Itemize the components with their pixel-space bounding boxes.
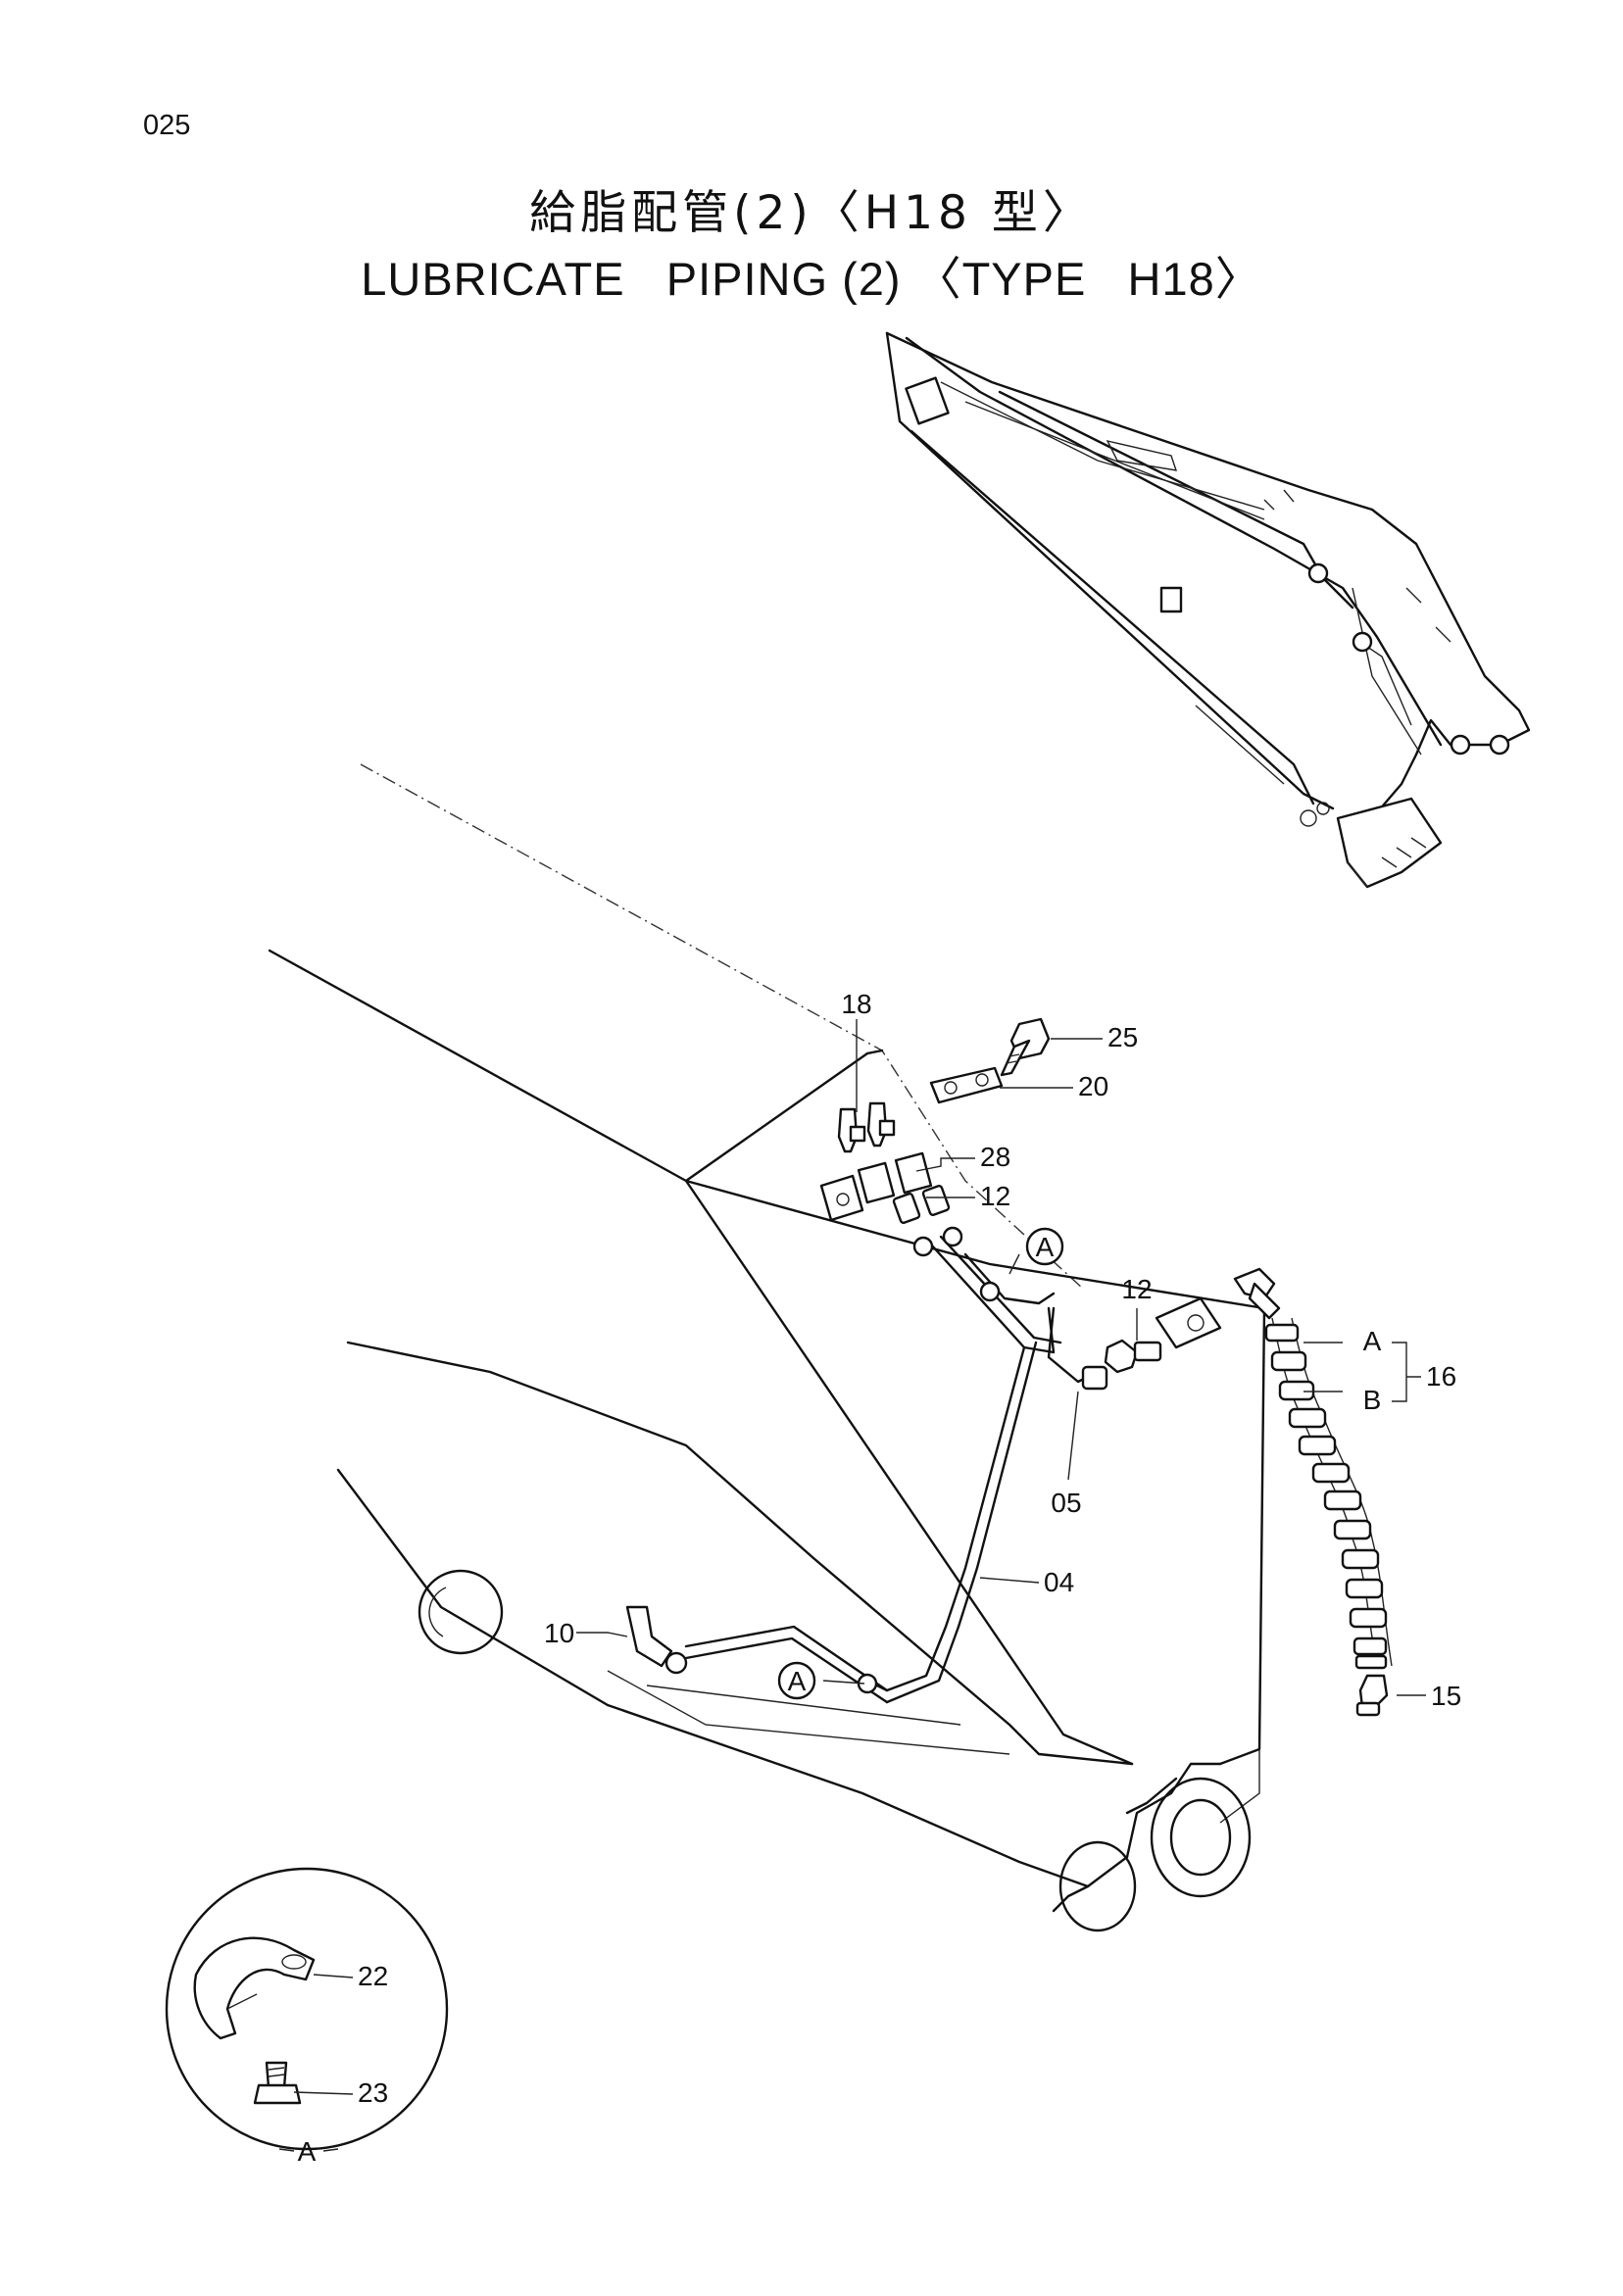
- elbow-15: [1355, 1674, 1389, 1717]
- boom-nose-boss: [1058, 1777, 1252, 1932]
- boom-body: [268, 763, 1266, 1913]
- callout-25: 25: [1107, 1022, 1138, 1052]
- callout-22: 22: [358, 1961, 388, 1991]
- callout-16-a: A: [1363, 1326, 1382, 1356]
- pipe-05: [963, 1252, 1090, 1384]
- bolt-25: [1000, 1017, 1051, 1077]
- svg-text:A: A: [788, 1666, 807, 1696]
- detail-view-a: 22 23 A: [165, 1867, 449, 2167]
- callout-04: 04: [1044, 1567, 1074, 1597]
- callout-23: 23: [358, 2077, 388, 2108]
- plate-20: [929, 1066, 1004, 1104]
- title-english: LUBRICATE PIPING (2) 〈TYPE H18〉: [361, 253, 1262, 305]
- pipe-04: [684, 1235, 1062, 1704]
- callout-16: 16: [1426, 1361, 1456, 1392]
- boom-foot-boss: [418, 1569, 504, 1655]
- coupling-28: [857, 1151, 933, 1204]
- block-adapter: [1155, 1296, 1222, 1349]
- detail-view-label: A: [298, 2136, 317, 2167]
- fitting-12-upper: [892, 1185, 963, 1257]
- fitting-18: [837, 1101, 896, 1153]
- callout-12-right: 12: [1121, 1274, 1152, 1304]
- title-japanese: 給脂配管(2)〈H18 型〉: [529, 186, 1094, 240]
- elbow-hose-top: [1233, 1267, 1281, 1320]
- callout-20: 20: [1078, 1071, 1108, 1101]
- elbow-10: [625, 1605, 688, 1675]
- bracket: [819, 1174, 864, 1222]
- callout-18: 18: [841, 989, 871, 1019]
- nipple-12-right: [1104, 1339, 1162, 1374]
- callout-15: 15: [1431, 1681, 1461, 1711]
- connector-05-end: [857, 1281, 1108, 1694]
- callout-16-b: B: [1363, 1385, 1382, 1415]
- callout-05: 05: [1051, 1488, 1081, 1518]
- callout-28: 28: [980, 1142, 1010, 1172]
- leader-lines: [576, 1019, 1426, 1696]
- hose-16: [1264, 1317, 1393, 1670]
- callout-10: 10: [544, 1618, 574, 1648]
- page-number: 025: [143, 110, 191, 141]
- overview-excavator-arm: [885, 331, 1531, 889]
- view-ref-a-upper: A: [1025, 1227, 1064, 1266]
- callout-12-upper: 12: [980, 1181, 1010, 1211]
- svg-text:A: A: [1036, 1232, 1055, 1262]
- view-ref-a-lower: A: [777, 1661, 816, 1700]
